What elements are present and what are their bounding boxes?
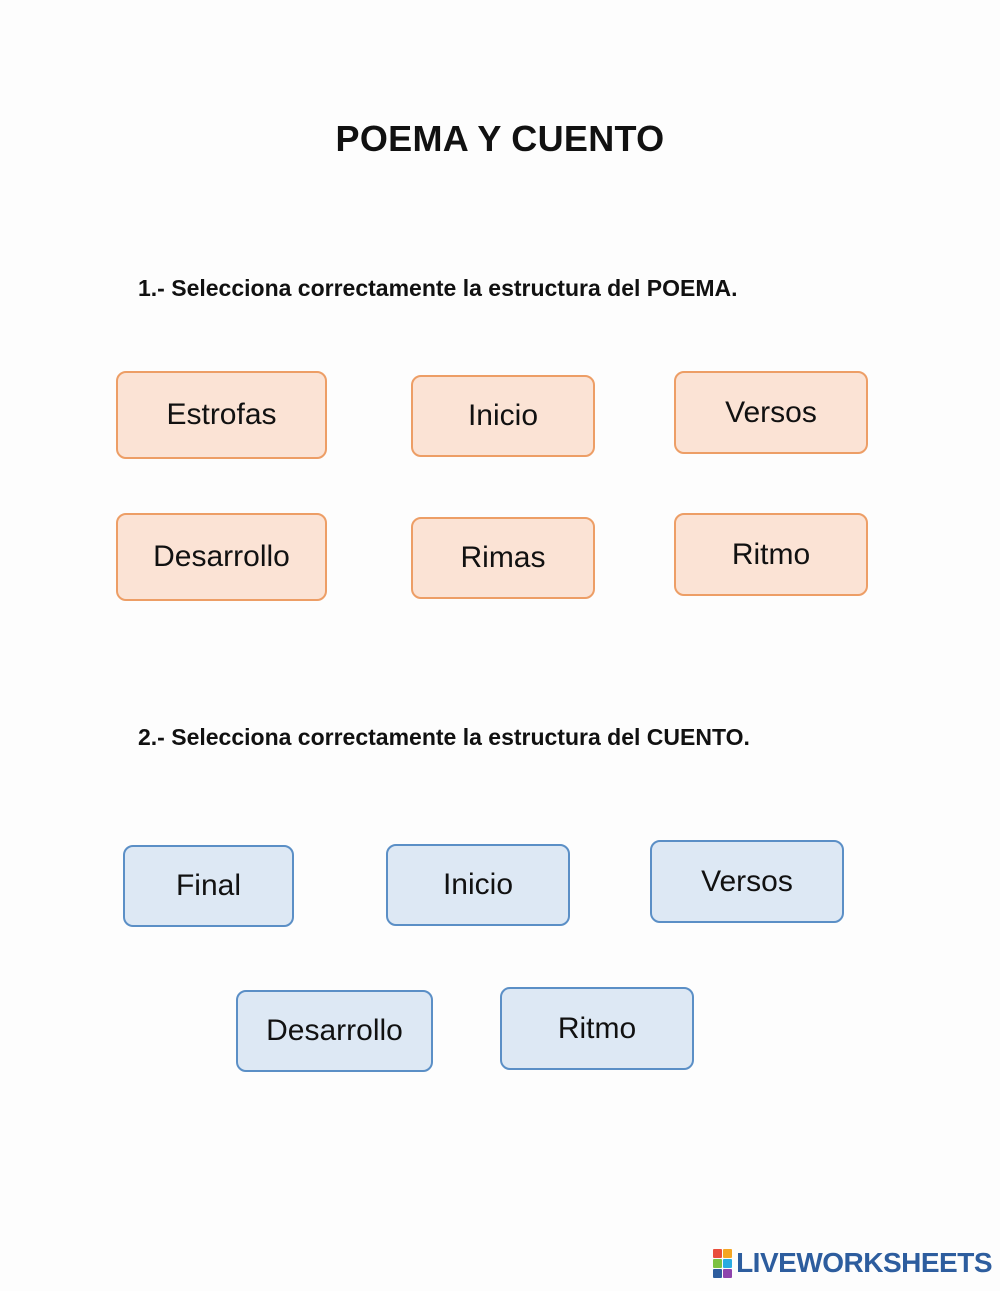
- poem-option-inicio[interactable]: Inicio: [411, 375, 595, 457]
- tale-option-desarrollo[interactable]: Desarrollo: [236, 990, 433, 1072]
- tale-option-inicio[interactable]: Inicio: [386, 844, 570, 926]
- poem-option-desarrollo[interactable]: Desarrollo: [116, 513, 327, 601]
- question-1: 1.- Selecciona correctamente la estructu…: [138, 275, 738, 301]
- liveworksheets-logo-icon: [713, 1248, 733, 1278]
- page-title: POEMA Y CUENTO: [335, 118, 665, 159]
- tale-option-versos[interactable]: Versos: [650, 840, 844, 923]
- tale-option-ritmo[interactable]: Ritmo: [500, 987, 694, 1070]
- poem-option-ritmo[interactable]: Ritmo: [674, 513, 868, 596]
- poem-option-estrofas[interactable]: Estrofas: [116, 371, 327, 459]
- poem-option-versos[interactable]: Versos: [674, 371, 868, 454]
- brand-name: LIVEWORKSHEETS: [736, 1247, 992, 1278]
- question-2: 2.- Selecciona correctamente la estructu…: [138, 724, 750, 750]
- liveworksheets-logo: LIVEWORKSHEETS: [713, 1247, 992, 1279]
- tale-option-final[interactable]: Final: [123, 845, 294, 927]
- poem-option-rimas[interactable]: Rimas: [411, 517, 595, 599]
